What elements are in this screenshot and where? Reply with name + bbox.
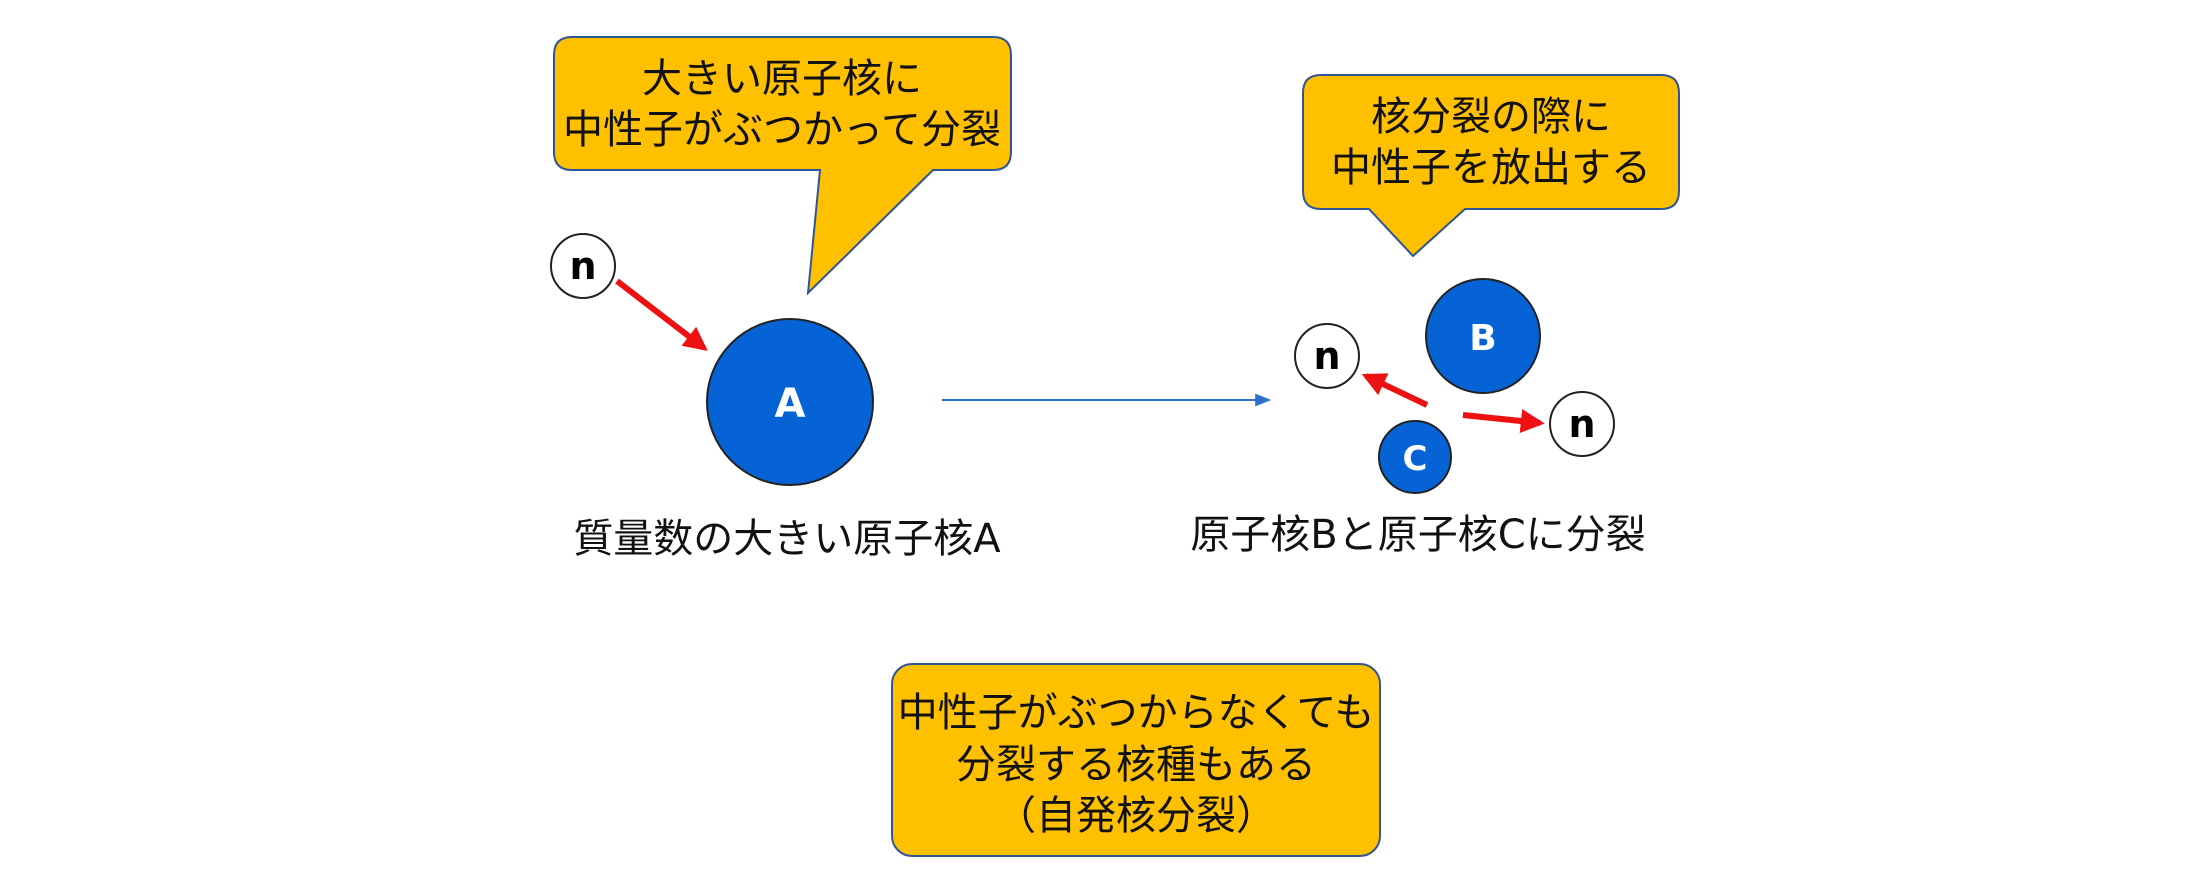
neutron-symbol: n <box>1568 402 1595 446</box>
emitted-neutron-right-arrow <box>1462 409 1545 433</box>
emission-callout-bubble <box>1302 74 1680 258</box>
emitted-neutron-right: n <box>1549 391 1615 457</box>
nucleus-c: C <box>1378 420 1452 494</box>
collision-callout-bubble <box>553 36 1012 296</box>
emission-callout: 核分裂の際に 中性子を放出する <box>1302 74 1680 258</box>
nucleus-a-label: A <box>775 381 806 427</box>
nucleus-a: A <box>706 318 874 486</box>
after-caption: 原子核Bと原子核Cに分裂 <box>1190 512 1645 558</box>
collision-callout-line1: 大きい原子核に <box>642 56 922 102</box>
spontaneous-callout-line3: （自発核分裂） <box>996 793 1276 839</box>
neutron-symbol: n <box>1313 334 1340 378</box>
emission-callout-line1: 核分裂の際に <box>1371 94 1611 140</box>
nucleus-b-label: B <box>1469 318 1496 359</box>
neutron-symbol: n <box>569 244 596 288</box>
incoming-neutron: n <box>550 233 616 299</box>
emitted-neutron-left: n <box>1294 323 1360 389</box>
collision-callout-line2: 中性子がぶつかって分裂 <box>563 107 1001 153</box>
incoming-neutron-arrow <box>615 278 708 351</box>
emission-callout-line2: 中性子を放出する <box>1331 145 1651 191</box>
spontaneous-callout-line1: 中性子がぶつからなくても <box>898 690 1375 736</box>
nucleus-c-label: C <box>1403 439 1428 479</box>
spontaneous-callout-box <box>891 663 1381 857</box>
collision-callout: 大きい原子核に 中性子がぶつかって分裂 <box>553 36 1012 296</box>
before-caption: 質量数の大きい原子核A <box>573 516 1001 562</box>
spontaneous-callout-line2: 分裂する核種もある <box>956 742 1316 788</box>
spontaneous-callout: 中性子がぶつからなくても 分裂する核種もある （自発核分裂） <box>891 663 1381 857</box>
emitted-neutron-left-arrow <box>1361 373 1429 408</box>
nucleus-b: B <box>1425 278 1541 394</box>
